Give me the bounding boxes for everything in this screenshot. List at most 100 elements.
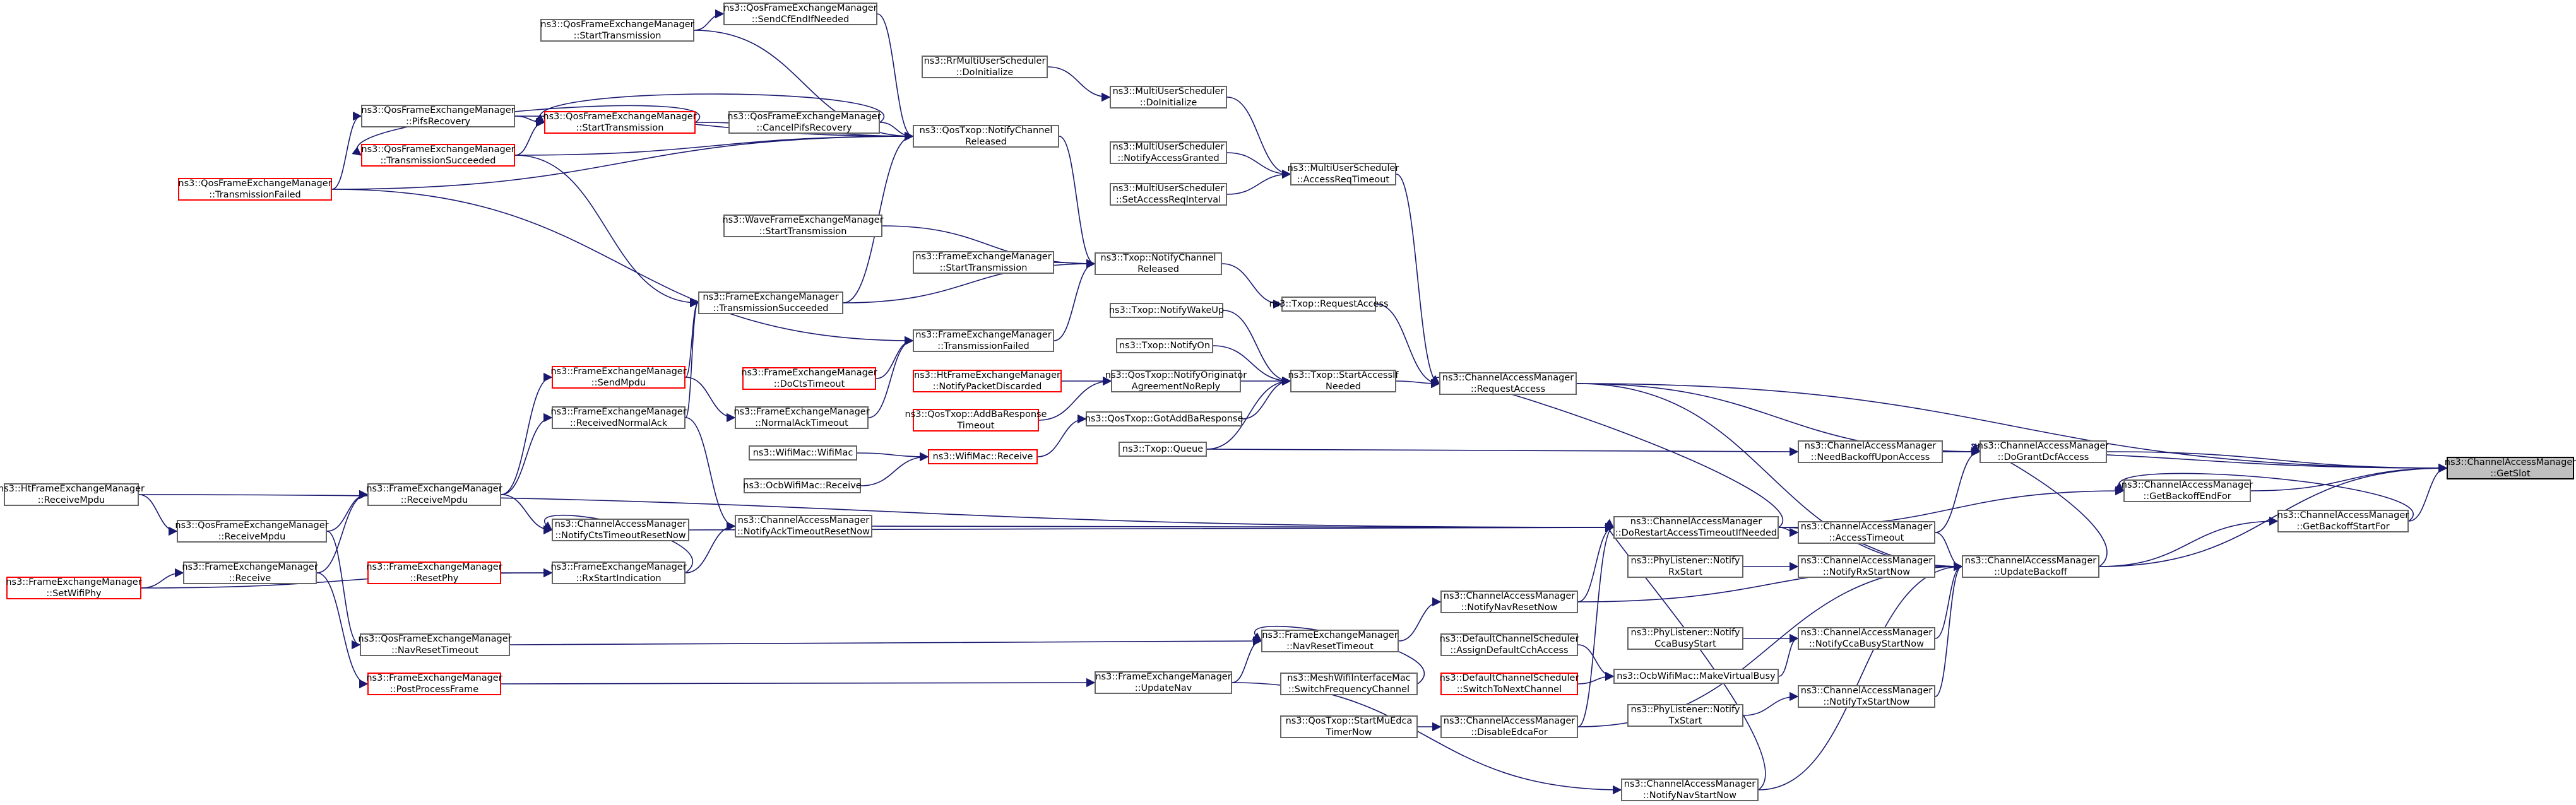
node-label-line1: ns3::FrameExchangeManager: [366, 562, 502, 572]
node-label-line1: ns3::WifiMac::WifiMac: [752, 448, 853, 458]
node-label-line2: Needed: [1325, 382, 1362, 392]
node-label-line1: ns3::FrameExchangeManager: [733, 407, 870, 417]
node-label-line2: ::GetBackoffEndFor: [2143, 491, 2231, 502]
node-fem-postprocess[interactable]: ns3::FrameExchangeManager::PostProcessFr…: [366, 673, 502, 695]
node-fem-receive[interactable]: ns3::FrameExchangeManager::Receive: [182, 561, 318, 584]
node-qfem-starttx[interactable]: ns3::QosFrameExchangeManager::StartTrans…: [543, 111, 697, 134]
node-label-line1: ns3::FrameExchangeManager: [6, 577, 142, 587]
node-qfem-receivempdu[interactable]: ns3::QosFrameExchangeManager::ReceiveMpd…: [175, 520, 329, 543]
node-getbackoffend[interactable]: ns3::ChannelAccessManager::GetBackoffEnd…: [2122, 479, 2253, 502]
node-mus-accessreq[interactable]: ns3::MultiUserScheduler::AccessReqTimeou…: [1288, 163, 1399, 185]
node-label-line2: RxStart: [1668, 567, 1703, 577]
node-qfem-sendcf[interactable]: ns3::QosFrameExchangeManager::SendCfEndI…: [723, 3, 877, 25]
call-edge-qfem_txsucceeded-to-qostxop_notifychannel: [514, 131, 914, 156]
node-label-line2: ::NavResetTimeout: [1286, 642, 1374, 652]
node-notifynavstart[interactable]: ns3::ChannelAccessManager::NotifyNavStar…: [1621, 779, 1759, 801]
node-fem-receivempdu[interactable]: ns3::FrameExchangeManager::ReceiveMpdu: [366, 483, 502, 506]
call-edge-txop_notifychannel-to-txop_requestaccess: [1221, 263, 1283, 309]
node-dorestart[interactable]: ns3::ChannelAccessManager::DoRestartAcce…: [1613, 516, 1779, 539]
node-qfem-cancelpifs[interactable]: ns3::QosFrameExchangeManager::CancelPifs…: [727, 111, 881, 134]
node-label-line2: ::DoInitialize: [956, 68, 1014, 78]
node-cam-notifycts[interactable]: ns3::ChannelAccessManager::NotifyCtsTime…: [552, 519, 689, 541]
node-switchtonext[interactable]: ns3::DefaultChannelScheduler::SwitchToNe…: [1440, 673, 1579, 695]
node-label-line1: ns3::FrameExchangeManager: [366, 673, 502, 683]
node-label-line1: ns3::ChannelAccessManager: [1977, 441, 2110, 451]
node-getbackoffstart[interactable]: ns3::ChannelAccessManager::GetBackoffSta…: [2277, 510, 2409, 532]
node-label-line1: ns3::Txop::Queue: [1122, 444, 1204, 454]
node-label-line1: ns3::OcbWifiMac::MakeVirtualBusy: [1617, 671, 1776, 681]
node-fem-normalack[interactable]: ns3::FrameExchangeManager::NormalAckTime…: [733, 406, 870, 429]
node-requestaccess[interactable]: ns3::ChannelAccessManager::RequestAccess: [1439, 372, 1577, 395]
node-txop-queue[interactable]: ns3::Txop::Queue: [1119, 442, 1207, 457]
node-cam-notifyack[interactable]: ns3::ChannelAccessManager::NotifyAckTime…: [735, 515, 872, 538]
node-txop-notifyon[interactable]: ns3::Txop::NotifyOn: [1116, 338, 1213, 353]
node-label-line2: ::ReceiveMpdu: [37, 495, 105, 505]
node-label-line1: ns3::ChannelAccessManager: [737, 515, 870, 526]
node-qfem-navreset[interactable]: ns3::QosFrameExchangeManager::NavResetTi…: [358, 633, 512, 656]
node-fem-sendmpdu[interactable]: ns3::FrameExchangeManager::SendMpdu: [550, 366, 687, 389]
node-notifyccabusy[interactable]: ns3::ChannelAccessManager::NotifyCcaBusy…: [1798, 627, 1935, 650]
node-fem-starttx[interactable]: ns3::FrameExchangeManager::StartTransmis…: [913, 251, 1054, 274]
node-txop-notifywakeup[interactable]: ns3::Txop::NotifyWakeUp: [1109, 303, 1224, 318]
node-accesstimeout[interactable]: ns3::ChannelAccessManager::AccessTimeout: [1798, 521, 1935, 544]
node-fem-rxstart[interactable]: ns3::FrameExchangeManager::RxStartIndica…: [550, 561, 687, 584]
node-htfem-receivempdu[interactable]: ns3::HtFrameExchangeManager::ReceiveMpdu: [0, 483, 145, 506]
node-label-line2: ::UpdateNav: [1134, 683, 1192, 693]
node-fem-navreset[interactable]: ns3::FrameExchangeManager::NavResetTimeo…: [1261, 630, 1399, 652]
call-edge-assigndefault-to-makevirtualbusy: [1577, 644, 1615, 681]
node-fem-resetphy[interactable]: ns3::FrameExchangeManager::ResetPhy: [366, 561, 502, 584]
node-label-line1: ns3::WaveFrameExchangeManager: [722, 215, 884, 225]
node-label-line2: ::SwitchFrequencyChannel: [1288, 685, 1410, 695]
node-ht-notifypacket[interactable]: ns3::HtFrameExchangeManager::NotifyPacke…: [913, 370, 1062, 392]
node-mus-doinit[interactable]: ns3::MultiUserScheduler::DoInitialize: [1110, 86, 1227, 109]
node-rr-doinit[interactable]: ns3::RrMultiUserScheduler::DoInitialize: [922, 56, 1048, 78]
call-edge-qfem_txfailed-to-fem_txfailed: [331, 189, 914, 346]
node-wifimac-receive[interactable]: ns3::WifiMac::Receive: [928, 449, 1038, 464]
node-assigndefault[interactable]: ns3::DefaultChannelScheduler::AssignDefa…: [1440, 633, 1579, 656]
node-wave-starttx[interactable]: ns3::WaveFrameExchangeManager::StartTran…: [722, 214, 884, 237]
node-mesh-switch[interactable]: ns3::MeshWifiInterfaceMac::SwitchFrequen…: [1280, 673, 1418, 695]
node-notifytxstart[interactable]: ns3::ChannelAccessManager::NotifyTxStart…: [1798, 685, 1935, 708]
node-updatebackoff[interactable]: ns3::ChannelAccessManager::UpdateBackoff: [1962, 555, 2099, 578]
call-edge-updatebackoff-to-dogrant: [1970, 443, 2108, 567]
node-label-line1: ns3::WifiMac::Receive: [932, 452, 1033, 462]
node-qfem-txfailed[interactable]: ns3::QosFrameExchangeManager::Transmissi…: [178, 178, 332, 201]
node-qfem-txsucceeded[interactable]: ns3::QosFrameExchangeManager::Transmissi…: [361, 144, 515, 167]
node-label-line1: ns3::FrameExchangeManager: [182, 562, 318, 572]
node-fem-docts[interactable]: ns3::FrameExchangeManager::DoCtsTimeout: [741, 367, 877, 390]
node-qos-gotaddba[interactable]: ns3::QosTxop::GotAddBaResponse: [1085, 411, 1243, 426]
node-needbackoff[interactable]: ns3::ChannelAccessManager::NeedBackoffUp…: [1798, 440, 1943, 463]
node-dogrant[interactable]: ns3::ChannelAccessManager::DoGrantDcfAcc…: [1977, 440, 2110, 463]
node-label-line2: Timeout: [957, 421, 995, 431]
node-mus-notifygranted[interactable]: ns3::MultiUserScheduler::NotifyAccessGra…: [1110, 141, 1227, 164]
node-label-line2: ::NormalAckTimeout: [755, 418, 848, 428]
node-fem-setwifiphy[interactable]: ns3::FrameExchangeManager::SetWifiPhy: [6, 577, 142, 599]
node-txop-requestaccess[interactable]: ns3::Txop::RequestAccess: [1269, 297, 1389, 312]
node-fem-txfailed[interactable]: ns3::FrameExchangeManager::TransmissionF…: [913, 329, 1054, 352]
node-ocb-receive[interactable]: ns3::OcbWifiMac::Receive: [743, 478, 862, 493]
node-qfem-starttx-top[interactable]: ns3::QosFrameExchangeManager::StartTrans…: [540, 19, 694, 42]
node-fem-receivednormalack[interactable]: ns3::FrameExchangeManager::ReceivedNorma…: [550, 406, 687, 429]
node-notifynavreset[interactable]: ns3::ChannelAccessManager::NotifyNavRese…: [1440, 591, 1578, 613]
call-edge-fem_txfailed-to-txop_notifychannel: [1054, 259, 1096, 341]
node-label-line1: ns3::QosFrameExchangeManager: [543, 112, 697, 122]
node-disableedca[interactable]: ns3::ChannelAccessManager::DisableEdcaFo…: [1440, 715, 1578, 738]
node-label-line2: ::Receive: [229, 573, 271, 584]
node-qfem-pifs[interactable]: ns3::QosFrameExchangeManager::PifsRecove…: [361, 105, 515, 127]
node-makevirtualbusy[interactable]: ns3::OcbWifiMac::MakeVirtualBusy: [1613, 669, 1779, 684]
node-notifyrxstart[interactable]: ns3::ChannelAccessManager::NotifyRxStart…: [1798, 555, 1935, 578]
node-label-line2: ::NotifyRxStartNow: [1822, 567, 1911, 577]
node-fem-txsucceeded[interactable]: ns3::FrameExchangeManager::TransmissionS…: [698, 291, 843, 314]
node-fem-updatenav[interactable]: ns3::FrameExchangeManager::UpdateNav: [1095, 671, 1232, 694]
node-wifimac-wifimac[interactable]: ns3::WifiMac::WifiMac: [749, 445, 857, 461]
node-mus-setinterval[interactable]: ns3::MultiUserScheduler::SetAccessReqInt…: [1110, 183, 1227, 206]
